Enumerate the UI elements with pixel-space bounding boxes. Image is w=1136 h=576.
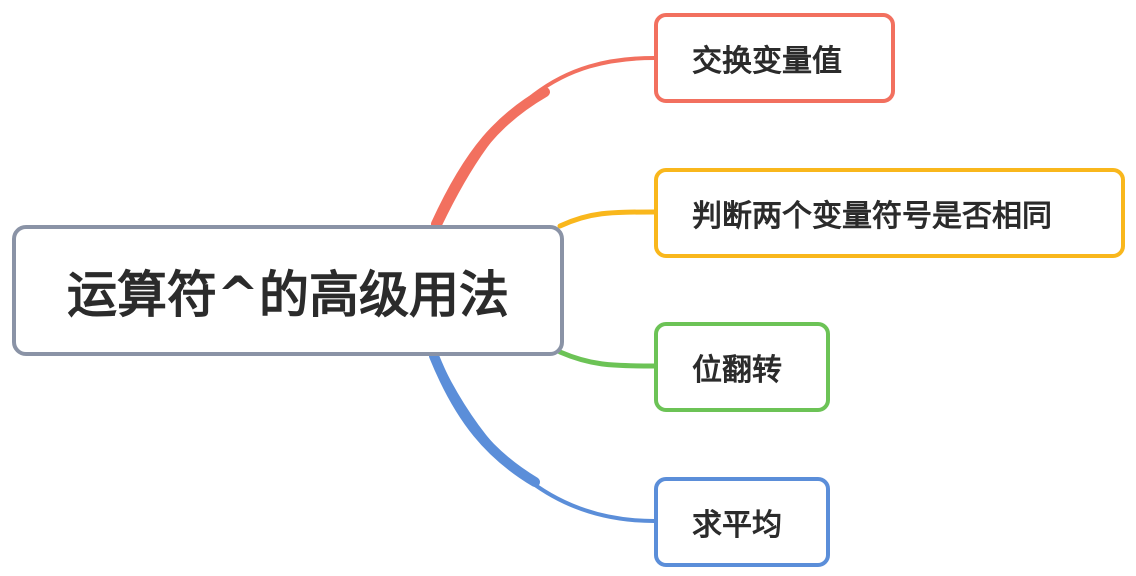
- root-label: 运算符^的高级用法: [67, 265, 509, 324]
- connector-branch-2: [557, 209, 657, 229]
- connector-branch-4: [429, 351, 656, 523]
- root-node[interactable]: 运算符^的高级用法: [12, 225, 564, 356]
- branch-label: 位翻转: [692, 353, 782, 388]
- branch-node-swap-values[interactable]: 交换变量值: [654, 13, 895, 103]
- branch-node-average[interactable]: 求平均: [654, 477, 830, 567]
- connector-branch-3: [557, 349, 657, 369]
- connector-branch-1: [431, 56, 656, 229]
- branch-node-bit-flip[interactable]: 位翻转: [654, 322, 830, 412]
- branch-node-same-sign-check[interactable]: 判断两个变量符号是否相同: [654, 168, 1125, 258]
- branch-label: 判断两个变量符号是否相同: [692, 199, 1052, 234]
- branch-label: 求平均: [692, 508, 782, 543]
- branch-label: 交换变量值: [692, 44, 842, 79]
